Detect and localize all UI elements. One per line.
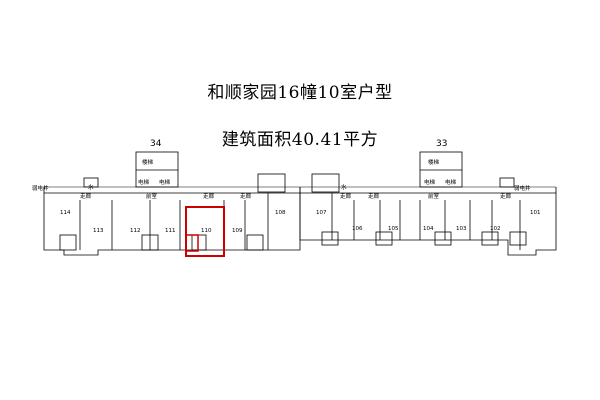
mgmt-label-left: 弱电井 (32, 184, 49, 192)
unit-label: 106 (352, 226, 363, 232)
building-number-left: 34 (150, 139, 162, 149)
mgmt-label-right: 弱电井 (514, 184, 531, 192)
corridor-label-left-1: 走廊 (80, 192, 92, 200)
corridor-label-left-2: 走廊 (203, 192, 215, 200)
water-label-left: 水 (88, 183, 94, 191)
front-room-label-right: 前室 (428, 192, 440, 200)
unit-label: 103 (456, 226, 467, 232)
unit-label: 108 (275, 210, 286, 216)
elevator-label-left-1: 电梯 (138, 178, 150, 186)
plan-title: 和顺家园16幢10室户型 (207, 83, 393, 103)
unit-label: 113 (93, 228, 104, 234)
unit-label: 111 (165, 228, 176, 234)
water-label-right: 水 (341, 183, 347, 191)
front-room-label-left: 前室 (146, 192, 158, 200)
stair-label-right: 楼梯 (428, 158, 440, 166)
elevator-label-right-2: 电梯 (445, 178, 457, 186)
stair-label-left: 楼梯 (142, 158, 154, 166)
highlighted-unit-outline (185, 206, 225, 257)
area-subtitle: 建筑面积40.41平方 (221, 130, 379, 150)
unit-label: 110 (201, 228, 212, 234)
corridor-label-left-3: 走廊 (240, 192, 252, 200)
elevator-label-left-2: 电梯 (159, 178, 171, 186)
building-number-right: 33 (436, 139, 447, 149)
unit-label: 105 (388, 226, 399, 232)
unit-label: 109 (232, 228, 243, 234)
unit-label: 114 (60, 210, 71, 216)
unit-label: 107 (316, 210, 327, 216)
corridor-label-right-1: 走廊 (340, 192, 352, 200)
corridor-label-right-2: 走廊 (368, 192, 380, 200)
unit-label: 102 (490, 226, 501, 232)
corridor-label-right-3: 走廊 (500, 192, 512, 200)
elevator-label-right-1: 电梯 (424, 178, 436, 186)
unit-label: 112 (130, 228, 141, 234)
unit-label: 101 (530, 210, 541, 216)
unit-label: 104 (423, 226, 434, 232)
